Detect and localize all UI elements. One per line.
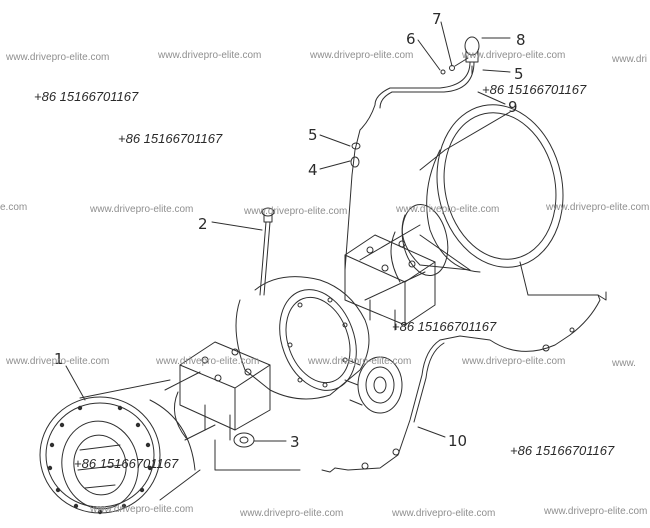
watermark: www.drivepro-elite.com: [462, 50, 566, 61]
callout-6: 6: [406, 30, 416, 48]
watermark: www.drivepro-elite.com: [156, 356, 260, 367]
watermark: www.drivepro-elite.com: [308, 356, 412, 367]
right-wheel-hub: [401, 104, 564, 277]
callout-5-upper: 5: [514, 65, 524, 83]
phone-number: +86 15166701167: [74, 456, 179, 471]
hose-fittings: [350, 142, 361, 168]
callout-2: 2: [198, 215, 208, 233]
watermark: www.drivepro-elite.com: [244, 206, 348, 217]
callout-8: 8: [516, 31, 526, 49]
callout-4: 4: [308, 161, 318, 179]
phone-number: +86 15166701167: [392, 319, 497, 334]
nut-part: [233, 432, 255, 448]
phone-number: +86 15166701167: [118, 131, 223, 146]
watermark: www.drivepro-elite.com: [6, 52, 110, 63]
watermark: www.drivepro-elite.com: [462, 356, 566, 367]
callout-7: 7: [432, 10, 442, 28]
watermark: www.drivepro-elite.com: [396, 204, 500, 215]
watermark: www.drivepro-elite.com: [310, 50, 414, 61]
watermark: www.drivepro-elite.com: [544, 506, 648, 517]
left-spring-seat: [179, 341, 271, 441]
watermark: www.drivepro-elite.com: [6, 356, 110, 367]
upper-fittings: [440, 36, 480, 75]
callout-9: 9: [508, 98, 518, 116]
watermark-fragment: www.dri: [612, 54, 648, 65]
watermark: www.drivepro-elite.com: [392, 508, 496, 519]
leader-lines: [65, 21, 511, 442]
watermark: www.drivepro-elite.com: [546, 202, 650, 213]
differential-housing: [235, 276, 370, 400]
right-axle-tube: [359, 224, 426, 301]
callout-1: 1: [54, 350, 64, 368]
callout-10: 10: [448, 432, 467, 450]
left-wheel-hub: [39, 379, 201, 514]
input-flange: [344, 356, 403, 414]
watermark: www.drivepro-elite.com: [90, 504, 194, 515]
brake-hose-upper: [344, 61, 475, 271]
watermark: www.drivepro-elite.com: [90, 204, 194, 215]
watermark-fragment: www.: [612, 358, 636, 369]
phone-number: +86 15166701167: [34, 89, 139, 104]
callout-5-lower: 5: [308, 126, 318, 144]
hub-bolt-circle: [47, 405, 153, 515]
phone-number: +86 15166701167: [482, 82, 587, 97]
callout-3: 3: [290, 433, 300, 451]
watermark-fragment: e.com: [0, 202, 28, 213]
watermark: www.drivepro-elite.com: [158, 50, 262, 61]
brake-line-right: [439, 261, 607, 352]
right-spring-seat: [344, 234, 436, 331]
left-axle-tube: [164, 371, 216, 441]
watermark: www.drivepro-elite.com: [240, 508, 344, 519]
vent-plug: [259, 207, 275, 296]
phone-number: +86 15166701167: [510, 443, 615, 458]
brake-line-lower: [214, 339, 445, 473]
